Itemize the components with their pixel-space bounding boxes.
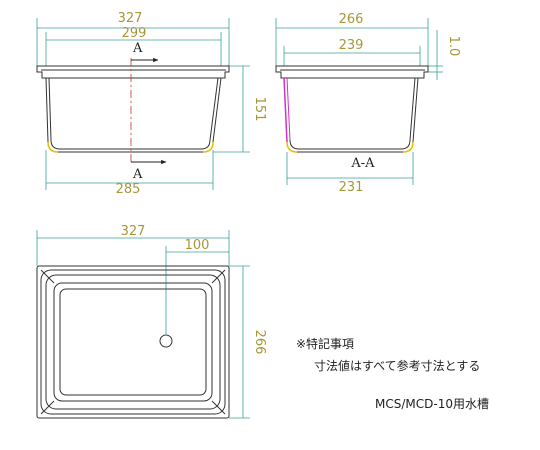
- front-tray-outline: [36, 65, 230, 153]
- front-bottom-width: 285: [116, 182, 141, 197]
- side-bottom-width: 231: [339, 180, 364, 195]
- front-corner-highlight-left: [47, 141, 59, 153]
- side-overall-width: 266: [339, 12, 364, 27]
- side-tray-outline: [275, 65, 429, 153]
- drain-hole-icon: [159, 334, 173, 348]
- front-section-label-top: A: [132, 41, 143, 56]
- side-section-highlight: [283, 77, 288, 143]
- notes-body: 寸法値はすべて参考寸法とする: [314, 359, 481, 373]
- side-section-highlight-inner: [286, 77, 291, 141]
- top-drain-offset: 100: [185, 238, 210, 253]
- side-view: 266 239 231 1.0 A-A: [275, 12, 461, 195]
- front-overall-width: 327: [118, 11, 143, 26]
- side-corner-highlight-left: [286, 141, 298, 153]
- top-depth: 266: [252, 330, 267, 355]
- top-view: 327 100 266: [36, 224, 267, 419]
- top-overall-width: 327: [121, 224, 146, 239]
- front-height: 151: [252, 97, 267, 122]
- top-dimensions: [36, 230, 250, 419]
- front-view: 327 299 285 151 A A: [36, 11, 267, 197]
- side-section-title: A-A: [350, 156, 375, 171]
- side-corner-highlight-right: [402, 141, 414, 153]
- side-flange-thickness: 1.0: [446, 36, 461, 57]
- notes-heading: ※特記事項: [296, 337, 355, 351]
- front-corner-highlight-right: [202, 141, 214, 153]
- side-inner-width: 239: [339, 38, 364, 53]
- top-tray-outline: [36, 265, 230, 419]
- front-inner-width: 299: [122, 26, 147, 41]
- side-dimensions: [275, 18, 443, 185]
- front-section-label-bottom: A: [132, 167, 143, 182]
- model-name: MCS/MCD-10用水槽: [375, 397, 489, 411]
